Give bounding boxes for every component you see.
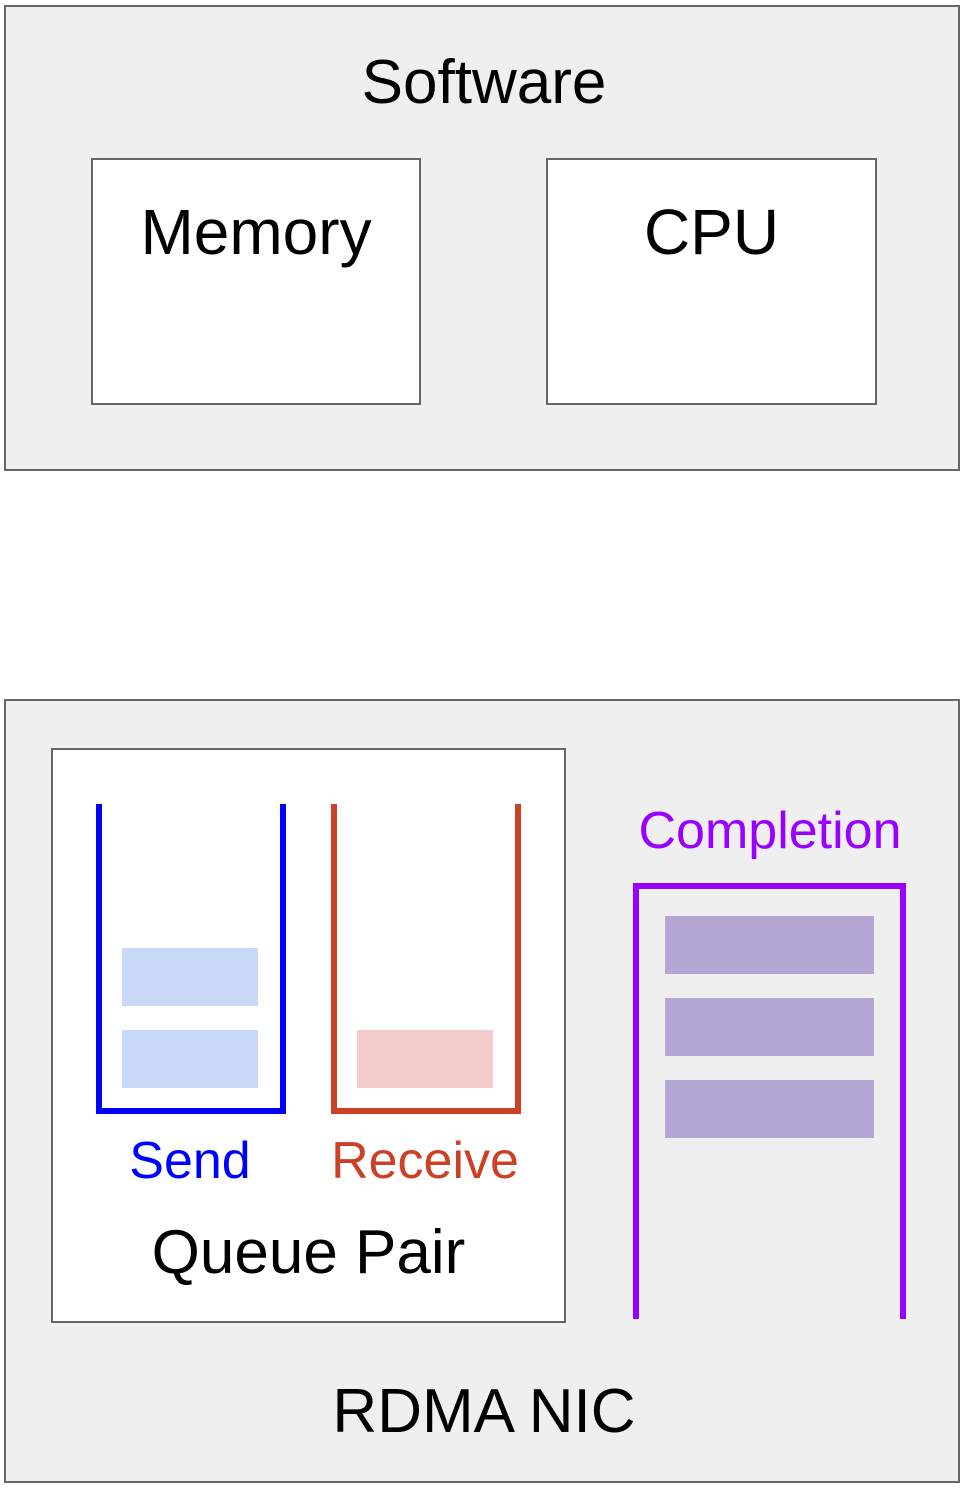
memory-box: Memory — [91, 158, 421, 405]
send-queue — [96, 804, 286, 1114]
completion-queue — [633, 883, 906, 1319]
receive-queue — [331, 804, 521, 1114]
completion-queue-entry — [665, 998, 874, 1056]
send-queue-entry — [122, 1030, 258, 1088]
software-panel: Software Memory CPU — [4, 5, 960, 471]
completion-queue-entry — [665, 1080, 874, 1138]
send-label: Send — [129, 1132, 251, 1190]
rdma-nic-title: RDMA NIC — [332, 1377, 636, 1446]
cpu-label: CPU — [643, 196, 780, 268]
completion-queue-entry — [665, 916, 874, 974]
cpu-box: CPU — [546, 158, 877, 405]
completion-label: Completion — [638, 802, 902, 860]
receive-queue-entry — [357, 1030, 493, 1088]
software-title: Software — [361, 48, 607, 117]
queue-pair-title: Queue Pair — [151, 1218, 466, 1287]
memory-label: Memory — [140, 196, 372, 268]
receive-label: Receive — [331, 1132, 519, 1190]
send-queue-entry — [122, 948, 258, 1006]
